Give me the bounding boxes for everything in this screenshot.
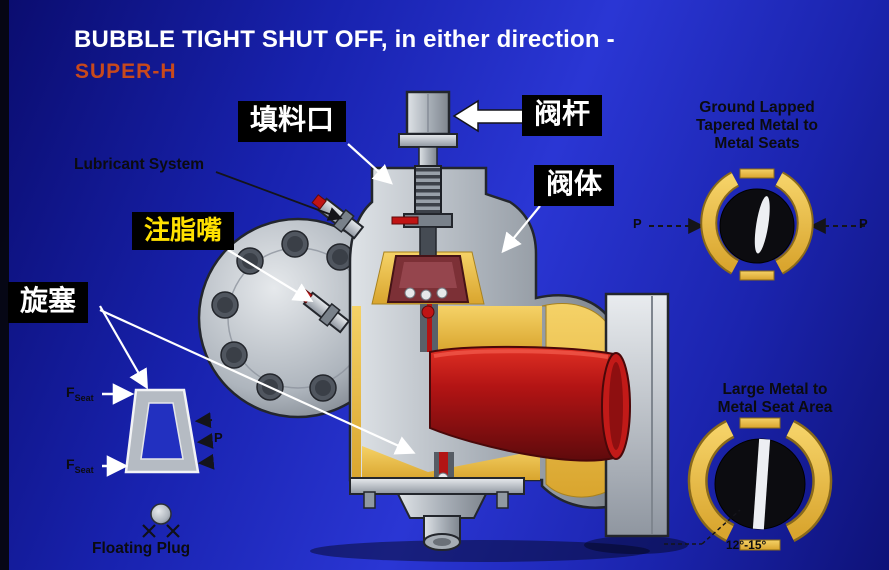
pressure-arrow	[194, 412, 213, 429]
left-edge-strip	[0, 0, 9, 570]
bottom-cover	[349, 477, 525, 551]
callout-grease-fitting: 注脂嘴	[132, 212, 235, 251]
f-seat-label-upper: FSeat	[66, 384, 94, 403]
pressure-arrow	[196, 432, 214, 449]
f-seat-label-lower: FSeat	[66, 456, 94, 475]
pressure-label-plug-diagram: P	[214, 430, 223, 445]
ground-lapped-line-2: Tapered Metal to	[695, 117, 818, 134]
callout-packing-port: 填料口	[238, 101, 347, 142]
ground-lapped-label: Ground Lapped Tapered Metal to Metal Sea…	[632, 99, 882, 153]
flange-shadow	[584, 536, 688, 554]
pressure-label-seat-right: P	[859, 216, 868, 231]
lubricant-system-label: Lubricant System	[74, 156, 205, 173]
callout-valve-stem: 阀杆	[522, 95, 603, 136]
force-subscript: Seat	[74, 392, 94, 403]
packing-port-arrow	[347, 143, 393, 185]
flow-bore	[429, 345, 631, 462]
tapered-seat-diagram	[649, 168, 865, 281]
pressure-arrow	[197, 453, 215, 470]
product-name: SUPER-H	[75, 60, 177, 83]
valve-stem-arrow	[452, 99, 525, 133]
floating-plug-label: Floating Plug	[92, 540, 191, 557]
valve-body-arrow	[501, 205, 541, 254]
x-mark	[142, 524, 156, 538]
slide-title: BUBBLE TIGHT SHUT OFF, in either directi…	[74, 26, 615, 53]
large-seat-diagram	[664, 417, 833, 551]
seat-angle-label: 12°-15°	[726, 538, 767, 552]
floating-ball	[150, 503, 172, 525]
large-metal-line-2: Metal Seat Area	[717, 399, 833, 416]
callout-valve-body: 阀体	[534, 165, 615, 206]
pressure-label-seat-left: P	[633, 216, 642, 231]
x-mark	[166, 524, 180, 538]
force-symbol: F	[66, 456, 75, 472]
body-shadow	[310, 540, 650, 562]
ground-lapped-line-1: Ground Lapped	[699, 99, 815, 116]
callout-plug: 旋塞	[8, 282, 89, 323]
force-symbol: F	[66, 384, 75, 400]
plug-arrow-to-diagram	[99, 305, 148, 390]
large-metal-line-1: Large Metal to	[722, 381, 828, 398]
lubricant-system-arrow	[215, 171, 343, 221]
grease-fitting-arrow	[227, 249, 314, 303]
plug-arrow-to-valve	[99, 308, 416, 455]
stem-assembly	[386, 90, 470, 319]
callout-arrows	[99, 143, 541, 455]
force-subscript: Seat	[74, 464, 94, 475]
large-metal-seat-label: Large Metal to Metal Seat Area	[664, 381, 886, 417]
floating-plug-diagram	[102, 383, 215, 538]
ground-lapped-line-3: Metal Seats	[714, 135, 800, 152]
